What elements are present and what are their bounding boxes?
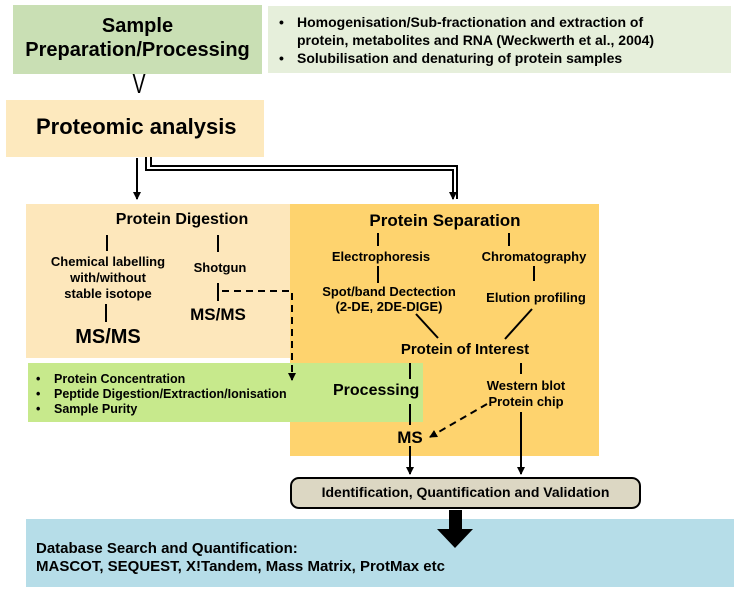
chemical-labelling-line3: stable isotope xyxy=(64,286,152,301)
identification-box xyxy=(290,477,641,509)
top-bullet-2-line1: Solubilisation and denaturing of protein… xyxy=(297,50,623,66)
protein-chip-label: Protein chip xyxy=(488,394,564,409)
top-bullet-item: Homogenisation/Sub-fractionation and ext… xyxy=(273,13,654,49)
protein-separation-title: Protein Separation xyxy=(369,211,521,230)
processing-bullet-item: Peptide Digestion/Extraction/Ionisation xyxy=(30,387,287,402)
database-line2: MASCOT, SEQUEST, X!Tandem, Mass Matrix, … xyxy=(36,558,445,575)
spot-detection-line2: (2-DE, 2DE-DIGE) xyxy=(335,299,443,314)
electrophoresis-label: Electrophoresis xyxy=(331,249,431,264)
protein-digestion-box xyxy=(26,204,294,358)
chemical-labelling-line2: with/without xyxy=(70,270,146,285)
top-bullet-1-line2: protein, metabolites and RNA (Weckwerth … xyxy=(297,32,655,48)
processing-label: Processing xyxy=(333,382,420,399)
ms-label: MS xyxy=(397,428,423,447)
western-blot-label: Western blot xyxy=(486,378,566,393)
processing-bullet-list: Protein Concentration Peptide Digestion/… xyxy=(30,372,287,417)
processing-bullet-item: Sample Purity xyxy=(30,402,287,417)
top-bullet-item: Solubilisation and denaturing of protein… xyxy=(273,49,654,67)
sample-prep-box xyxy=(13,5,262,74)
database-line1: Database Search and Quantification: xyxy=(36,540,298,557)
top-bullet-1-line1: Homogenisation/Sub-fractionation and ext… xyxy=(297,14,644,30)
proteomic-to-separation-connector xyxy=(145,157,457,200)
top-bullet-list: Homogenisation/Sub-fractionation and ext… xyxy=(273,13,654,67)
elution-profiling-label: Elution profiling xyxy=(486,290,586,305)
msms-left-label: MS/MS xyxy=(75,326,141,348)
proteomic-analysis-box xyxy=(6,100,264,157)
spot-detection-line1: Spot/band Dectection xyxy=(322,284,456,299)
spot-to-interest-line xyxy=(415,313,439,339)
msms-right-label: MS/MS xyxy=(190,305,246,324)
database-search-box xyxy=(26,519,734,587)
identification-label: Identification, Quantification and Valid… xyxy=(321,484,610,500)
sample-prep-title-line2: Preparation/Processing xyxy=(25,39,250,61)
shotgun-label: Shotgun xyxy=(193,260,247,275)
proteomic-analysis-title: Proteomic analysis xyxy=(36,114,237,139)
elution-to-interest-line xyxy=(504,308,533,340)
chromatography-label: Chromatography xyxy=(481,249,587,264)
western-to-ms-dashed-arrow xyxy=(429,403,488,438)
chemical-labelling-line1: Chemical labelling xyxy=(50,254,166,269)
protein-of-interest-label: Protein of Interest xyxy=(400,341,530,358)
database-arrow xyxy=(437,510,473,548)
split-v-glyph: V xyxy=(132,68,146,99)
processing-bullet-item: Protein Concentration xyxy=(30,372,287,387)
sample-prep-title-line1: Sample xyxy=(101,15,174,37)
protein-digestion-title: Protein Digestion xyxy=(115,211,249,228)
